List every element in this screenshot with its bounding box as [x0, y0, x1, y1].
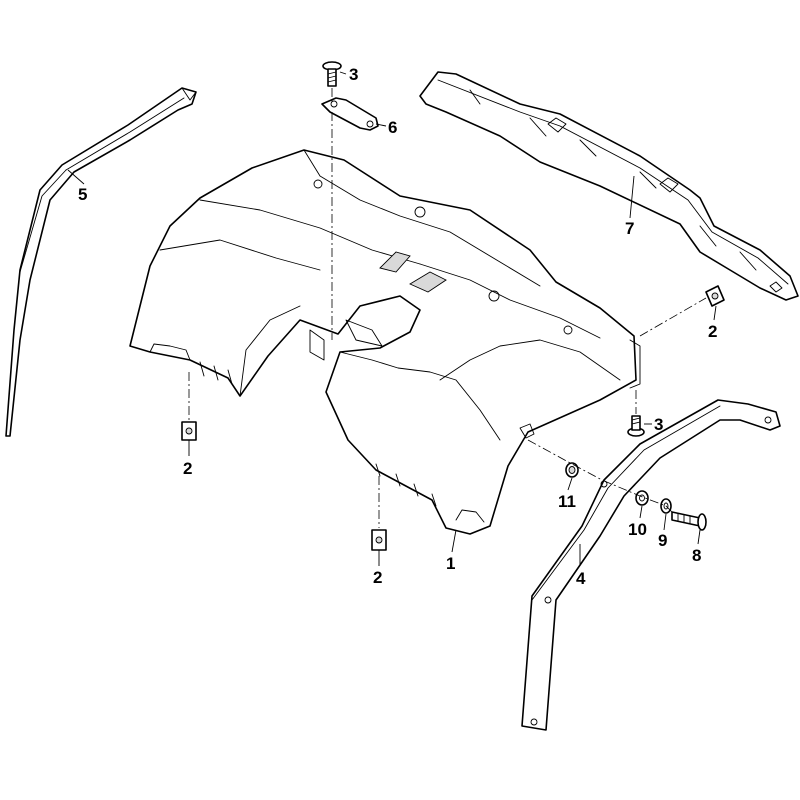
- part-10-washer: [635, 490, 649, 506]
- part-11-nut: [565, 462, 579, 478]
- callout-6: 6: [388, 118, 397, 137]
- callout-10: 10: [628, 520, 647, 539]
- callout-5: 5: [78, 185, 87, 204]
- leader-lines: [67, 71, 717, 566]
- callout-3-top: 3: [349, 65, 358, 84]
- assembly-axes: [188, 88, 707, 528]
- part-3-screw-top: [322, 61, 342, 87]
- part-2-clip-nut-middle: [371, 529, 387, 551]
- callout-3-right: 3: [654, 415, 663, 434]
- part-4-fender-flare: [521, 399, 781, 731]
- part-2-clip-nut-left: [181, 421, 197, 441]
- callout-2-right: 2: [708, 322, 717, 341]
- callouts: 3 6 5 7 2 3 2 11 10 9 8 1 2 4: [78, 65, 717, 588]
- callout-8: 8: [692, 546, 701, 565]
- callout-1: 1: [446, 554, 455, 573]
- part-7-rear-rack: [419, 71, 799, 301]
- callout-9: 9: [658, 531, 667, 550]
- part-6-bracket-plate: [321, 97, 379, 131]
- part-8-bolt: [671, 511, 707, 531]
- callout-7: 7: [625, 219, 634, 238]
- callout-2-left: 2: [183, 459, 192, 478]
- part-2-clip-nut-right: [705, 285, 725, 307]
- part-1-rear-fender: [129, 149, 641, 535]
- part-5-side-trim: [5, 87, 197, 437]
- part-3-screw-right: [627, 415, 645, 437]
- callout-4: 4: [576, 569, 586, 588]
- callout-11: 11: [558, 492, 576, 511]
- callout-2-middle: 2: [373, 568, 382, 587]
